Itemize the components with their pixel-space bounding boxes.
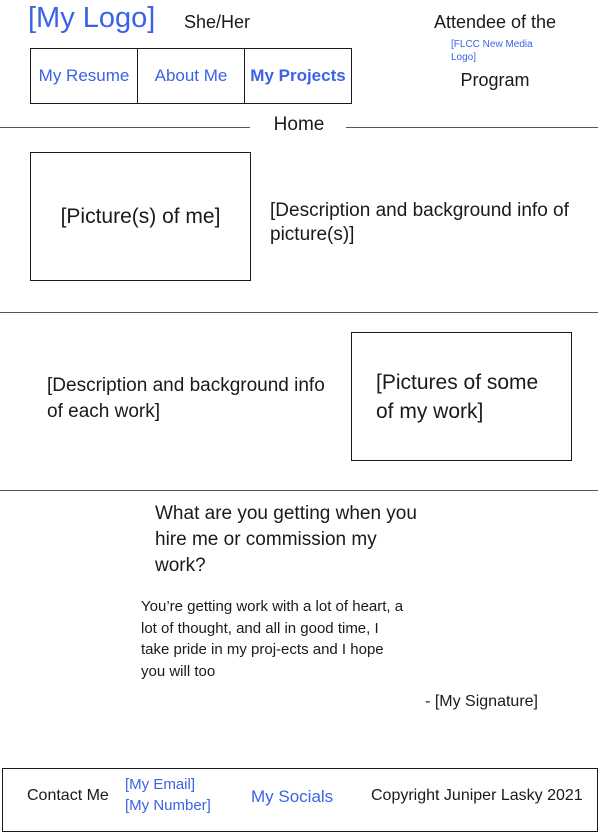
flcc-logo-placeholder[interactable]: [FLCC New Media Logo] bbox=[451, 39, 533, 63]
pitch-answer: You’re getting work with a lot of heart,… bbox=[141, 598, 404, 680]
program-label: Program bbox=[460, 70, 530, 90]
work-pictures-label: [Pictures of some of my work] bbox=[376, 370, 539, 423]
picture-of-me-placeholder: [Picture(s) of me] bbox=[30, 152, 251, 281]
pronouns-label: She/Her bbox=[184, 12, 251, 32]
signature: - [My Signature] bbox=[425, 693, 538, 710]
phone-link[interactable]: [My Number] bbox=[125, 797, 211, 814]
email-link[interactable]: [My Email] bbox=[125, 776, 196, 793]
site-logo[interactable]: [My Logo] bbox=[28, 2, 156, 34]
copyright-text: Copyright Juniper Lasky 2021 bbox=[371, 787, 583, 804]
picture-of-me-label: [Picture(s) of me] bbox=[60, 204, 221, 228]
pitch-question: What are you getting when you hire me or… bbox=[155, 503, 417, 576]
nav-my-projects[interactable]: My Projects bbox=[244, 49, 351, 103]
socials-link[interactable]: My Socials bbox=[251, 787, 334, 806]
section-divider-1 bbox=[0, 312, 598, 313]
home-label: Home bbox=[273, 114, 325, 135]
work-pictures-placeholder: [Pictures of some of my work] bbox=[351, 332, 572, 461]
attendee-label: Attendee of the bbox=[433, 12, 557, 32]
work-description: [Description and background info of each… bbox=[47, 375, 325, 422]
nav-about-me[interactable]: About Me bbox=[137, 49, 244, 103]
section-divider-2 bbox=[0, 490, 598, 491]
contact-label: Contact Me bbox=[27, 787, 109, 804]
nav-my-resume[interactable]: My Resume bbox=[38, 66, 130, 85]
divider-right bbox=[346, 127, 598, 128]
picture-description: [Description and background info of pict… bbox=[270, 200, 569, 245]
main-nav: My Resume About Me My Projects bbox=[30, 48, 352, 104]
divider-left bbox=[0, 127, 250, 128]
